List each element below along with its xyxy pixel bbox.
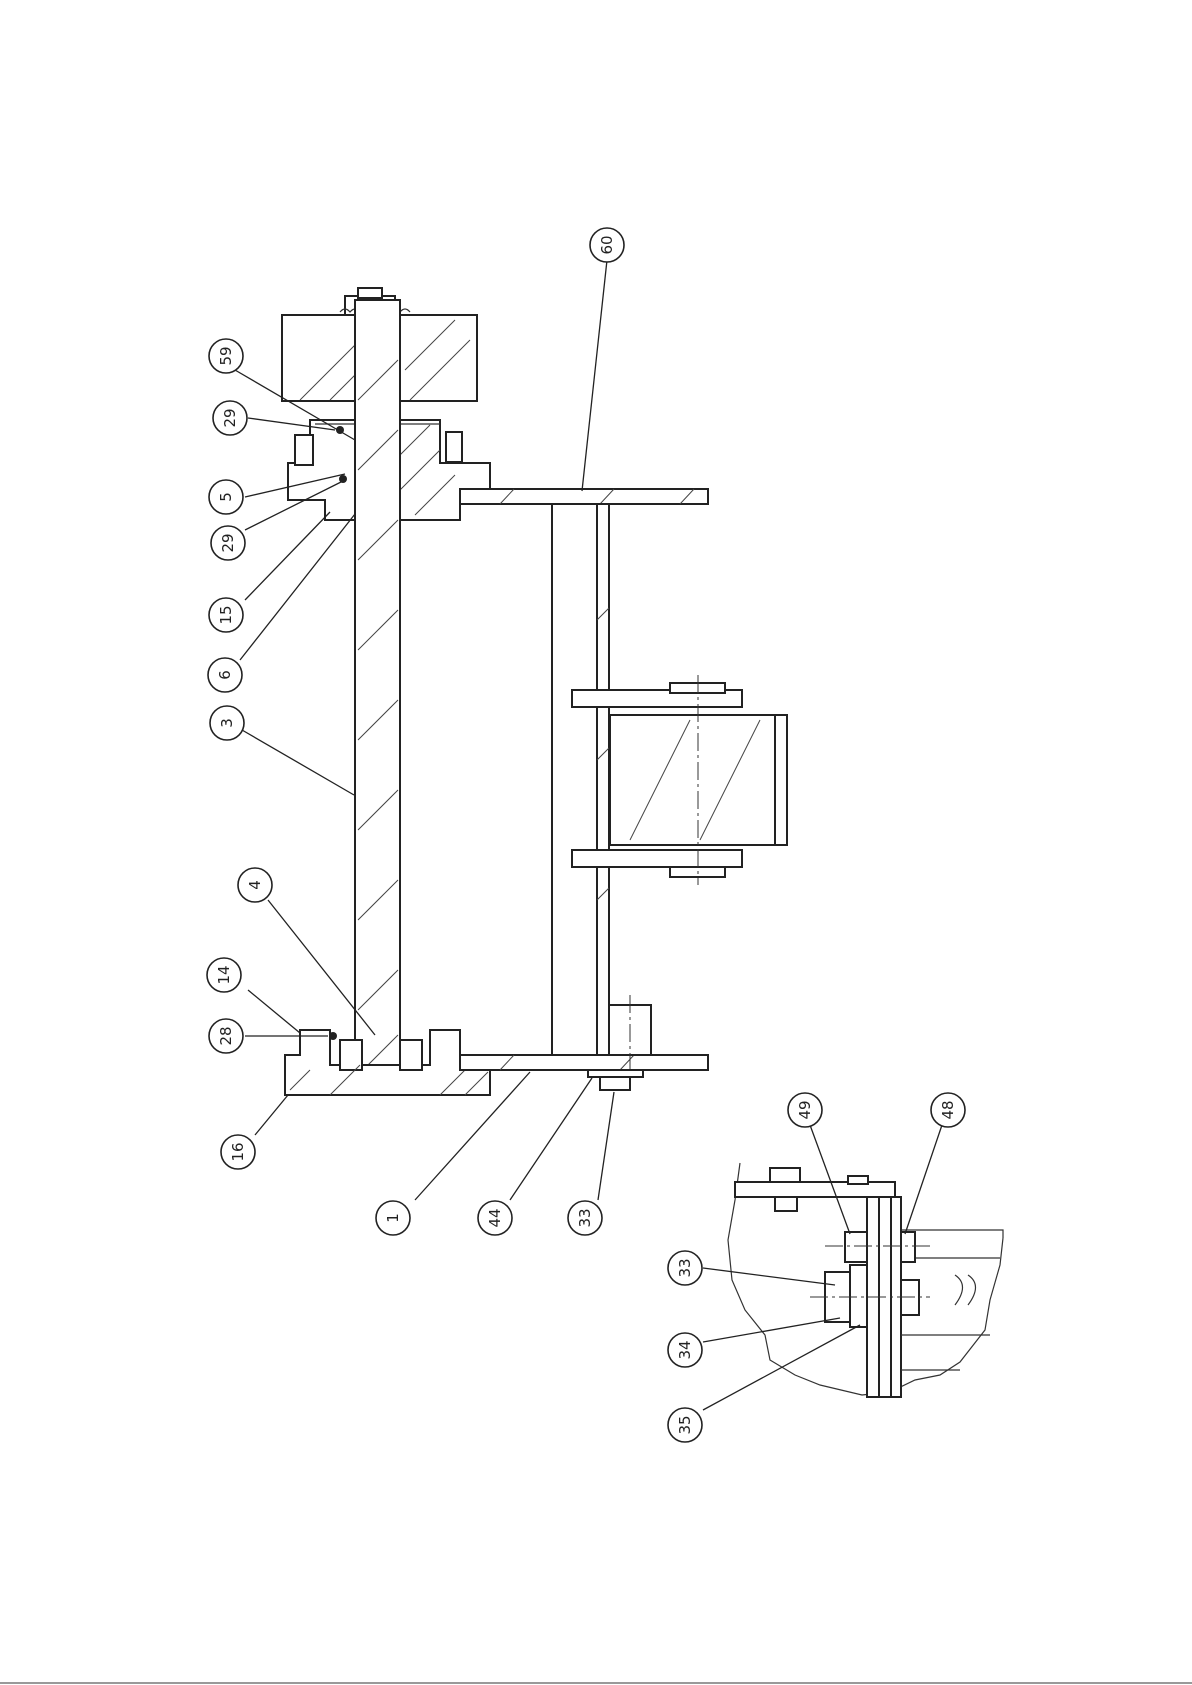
balloon-label: 15 — [217, 605, 235, 624]
balloon-label: 44 — [486, 1208, 504, 1227]
balloon-label: 29 — [221, 408, 239, 427]
balloon-label: 28 — [217, 1026, 235, 1045]
balloon-29: 29 — [213, 401, 247, 435]
balloon-44: 44 — [478, 1201, 512, 1235]
balloon-5: 5 — [209, 480, 243, 514]
balloon-48: 48 — [931, 1093, 965, 1127]
arm-plate-upper — [460, 489, 708, 504]
balloon-16: 16 — [221, 1135, 255, 1169]
balloon-label: 59 — [217, 346, 235, 365]
balloon-29: 29 — [211, 526, 245, 560]
balloon-label: 60 — [598, 235, 616, 254]
balloon-label: 34 — [676, 1340, 694, 1359]
balloon-3: 3 — [210, 706, 244, 740]
balloon-59: 59 — [209, 339, 243, 373]
balloon-4: 4 — [238, 868, 272, 902]
balloon-label: 48 — [939, 1100, 957, 1119]
balloon-34: 34 — [668, 1333, 702, 1367]
balloon-60: 60 — [590, 228, 624, 262]
balloon-label: 1 — [384, 1213, 402, 1223]
balloon-label: 29 — [219, 533, 237, 552]
balloon-15: 15 — [209, 598, 243, 632]
detail-view: 49 48 33 34 35 — [668, 1093, 1003, 1442]
balloon-label: 4 — [246, 880, 264, 890]
balloon-28: 28 — [209, 1019, 243, 1053]
balloon-6: 6 — [208, 658, 242, 692]
balloon-label: 5 — [217, 492, 235, 502]
bottom-bolt — [588, 1070, 643, 1090]
balloon-label: 14 — [215, 965, 233, 984]
balloon-label: 33 — [576, 1208, 594, 1227]
main-assembly-view: 60 59 29 5 29 15 6 3 — [207, 228, 787, 1235]
balloon-label: 49 — [796, 1100, 814, 1119]
main-shaft — [355, 300, 400, 1085]
balloon-label: 33 — [676, 1258, 694, 1277]
balloon-35: 35 — [668, 1408, 702, 1442]
balloon-33: 33 — [568, 1201, 602, 1235]
arm-plate-lower — [460, 1055, 708, 1070]
balloon-label: 16 — [229, 1142, 247, 1161]
balloon-33: 33 — [668, 1251, 702, 1285]
balloon-14: 14 — [207, 958, 241, 992]
balloon-label: 6 — [216, 670, 234, 680]
balloon-label: 3 — [218, 718, 236, 728]
balloon-49: 49 — [788, 1093, 822, 1127]
balloon-label: 35 — [676, 1415, 694, 1434]
balloon-1: 1 — [376, 1201, 410, 1235]
